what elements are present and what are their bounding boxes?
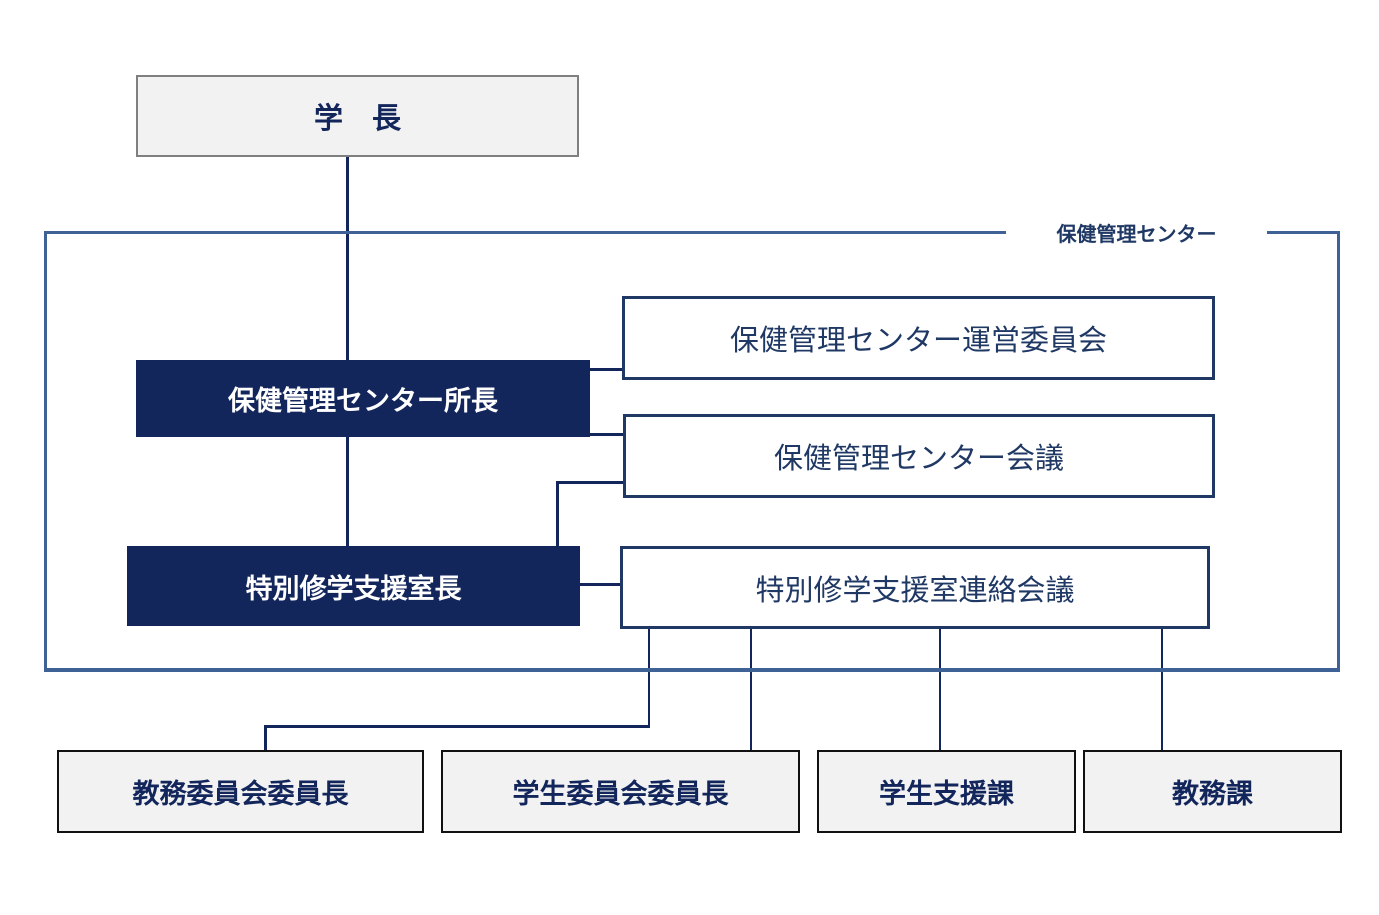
connector-liaison-kyomuka	[1161, 628, 1163, 752]
connector-director-steering	[590, 368, 623, 371]
connector-supporthead-liaison	[580, 583, 621, 586]
connector-president-director	[346, 157, 349, 361]
support-office-head-box: 特別修学支援室長	[127, 546, 580, 626]
frame-right	[1337, 231, 1340, 672]
liaison-meeting-label: 特別修学支援室連絡会議	[755, 574, 1075, 607]
connector-liaison-kyomu-iinkai	[264, 725, 267, 752]
center-meeting-box: 保健管理センター会議	[623, 414, 1215, 498]
connector-meeting-supporthead-v	[556, 481, 559, 546]
frame-bottom	[44, 668, 1340, 672]
president-box: 学 長	[136, 75, 579, 157]
connector-liaison-gakusei-iinkai	[750, 628, 752, 752]
steering-committee-box: 保健管理センター運営委員会	[622, 296, 1215, 380]
academic-affairs-division-box: 教務課	[1083, 750, 1342, 833]
center-director-label: 保健管理センター所長	[228, 386, 498, 416]
student-support-division-box: 学生支援課	[817, 750, 1076, 833]
president-label: 学 長	[313, 103, 401, 135]
connector-meeting-supporthead-h	[556, 481, 624, 484]
kyomu-committee-chair-label: 教務委員会委員長	[132, 779, 349, 809]
connector-liaison-drop1	[648, 628, 650, 728]
student-committee-chair-label: 学生委員会委員長	[512, 779, 729, 809]
kyomu-committee-chair-box: 教務委員会委員長	[57, 750, 424, 833]
frame-label: 保健管理センター	[1006, 218, 1267, 247]
connector-liaison-gakusei-shienka	[939, 628, 941, 752]
connector-director-supporthead	[346, 437, 349, 547]
frame-top-left-segment	[44, 231, 1006, 234]
center-director-box: 保健管理センター所長	[136, 360, 590, 437]
support-office-head-label: 特別修学支援室長	[245, 573, 462, 604]
connector-liaison-elbow-h	[264, 725, 650, 728]
frame-left	[44, 231, 47, 672]
student-committee-chair-box: 学生委員会委員長	[441, 750, 800, 833]
steering-committee-label: 保健管理センター運営委員会	[729, 325, 1107, 357]
academic-affairs-division-label: 教務課	[1172, 779, 1253, 809]
frame-top-right-segment	[1267, 231, 1340, 234]
liaison-meeting-box: 特別修学支援室連絡会議	[620, 546, 1210, 629]
student-support-division-label: 学生支援課	[879, 779, 1014, 809]
connector-director-meeting	[590, 433, 624, 436]
center-meeting-label: 保健管理センター会議	[773, 443, 1064, 475]
